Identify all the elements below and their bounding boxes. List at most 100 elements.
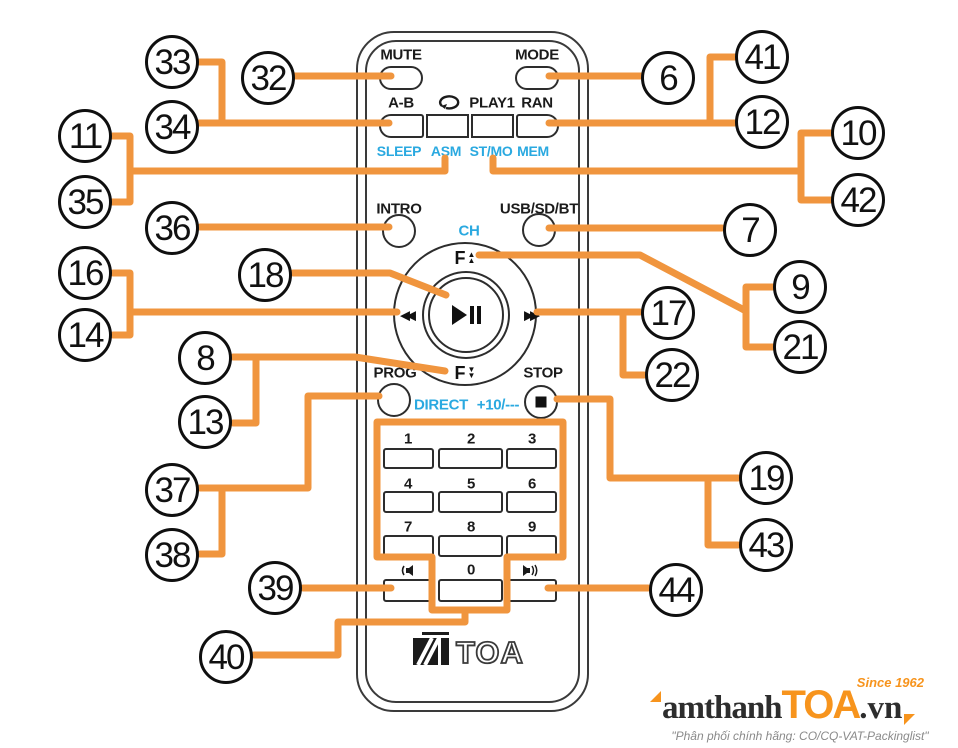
since-label: Since 1962: [856, 675, 924, 690]
usb-button[interactable]: [522, 213, 556, 247]
play-pause-ring: [422, 271, 510, 359]
callout-16: 16: [58, 246, 112, 300]
stmo-label: ST/MO: [469, 143, 513, 159]
repeat-button[interactable]: [426, 114, 469, 138]
mute-button[interactable]: [379, 66, 423, 90]
prog-label: PROG: [373, 364, 417, 382]
volume-decrease-icon: [401, 565, 413, 576]
orange-flag-right-icon: [904, 714, 916, 725]
callout-36: 36: [145, 201, 199, 255]
callout-12: 12: [735, 95, 789, 149]
callout-13: 13: [178, 395, 232, 449]
ab-button[interactable]: [379, 114, 424, 138]
callout-22: 22: [645, 348, 699, 402]
digit-label-2: 2: [466, 430, 476, 448]
callout-9: 9: [773, 260, 827, 314]
repeat-icon: [439, 95, 460, 110]
callout-18: 18: [238, 248, 292, 302]
callout-10: 10: [831, 106, 885, 160]
callout-37: 37: [145, 463, 199, 517]
down-arrows-icon: ▼▼: [467, 365, 476, 380]
callout-40: 40: [199, 630, 253, 684]
up-arrows-icon: ▲▲: [467, 250, 476, 265]
ran-button[interactable]: [516, 114, 559, 138]
plus10-label: +10/---: [476, 396, 520, 414]
callout-33: 33: [145, 35, 199, 89]
key-2[interactable]: [438, 448, 503, 469]
callout-42: 42: [831, 173, 885, 227]
svg-text:TOA: TOA: [456, 635, 524, 670]
key-0[interactable]: [438, 579, 503, 602]
callout-39: 39: [248, 561, 302, 615]
digit-label-6: 6: [527, 475, 537, 493]
wordmark-prefix: amthanh: [662, 690, 783, 726]
mode-label: MODE: [515, 46, 559, 64]
callout-44: 44: [649, 563, 703, 617]
callout-7: 7: [723, 203, 777, 257]
callout-14: 14: [58, 308, 112, 362]
digit-label-7: 7: [403, 518, 413, 536]
direct-label: DIRECT: [413, 396, 469, 414]
play1-button[interactable]: [471, 114, 514, 138]
stop-button[interactable]: [524, 385, 558, 419]
play1-label: PLAY1: [469, 94, 515, 112]
callout-17: 17: [641, 286, 695, 340]
callout-34: 34: [145, 100, 199, 154]
wordmark-suffix: .vn: [859, 690, 903, 726]
callout-11: 11: [58, 109, 112, 163]
key-3[interactable]: [506, 448, 557, 469]
key-4[interactable]: [383, 491, 434, 513]
ch-label: CH: [458, 222, 480, 240]
orange-flag-left-icon: [650, 691, 661, 702]
key-6[interactable]: [506, 491, 557, 513]
volume-increase-icon: [523, 564, 538, 577]
callout-43: 43: [739, 518, 793, 572]
callout-41: 41: [735, 30, 789, 84]
prog-button[interactable]: [377, 383, 411, 417]
digit-label-0: 0: [466, 561, 476, 579]
usb-label: USB/SD/BT: [499, 200, 579, 218]
key-7[interactable]: [383, 535, 434, 557]
amthanhtoa-watermark: Since 1962 amthanh TOA .vn "Phân phối ch…: [650, 676, 950, 743]
wordmark-toa: TOA: [781, 683, 862, 727]
toa-logo: TOA: [413, 632, 524, 671]
remote-control: MUTE MODE A-B PLAY1 RAN SLEEP ASM ST/MO …: [356, 31, 589, 712]
digit-label-5: 5: [466, 475, 476, 493]
volume-up-button[interactable]: [506, 579, 557, 602]
mem-label: MEM: [517, 143, 549, 159]
f-up-button[interactable]: F ▲▲: [454, 248, 476, 268]
key-5[interactable]: [438, 491, 503, 513]
intro-button[interactable]: [382, 214, 416, 248]
digit-label-1: 1: [403, 430, 413, 448]
sleep-label: SLEEP: [376, 143, 422, 159]
callout-8: 8: [178, 331, 232, 385]
callout-32: 32: [241, 51, 295, 105]
play-pause-icon: [451, 305, 481, 325]
watermark-tagline: "Phân phối chính hãng: CO/CQ-VAT-Packing…: [671, 729, 929, 743]
callout-19: 19: [739, 451, 793, 505]
digit-label-3: 3: [527, 430, 537, 448]
f-down-button[interactable]: F ▼▼: [454, 363, 476, 383]
key-9[interactable]: [506, 535, 557, 557]
callout-6: 6: [641, 51, 695, 105]
mode-button[interactable]: [515, 66, 559, 90]
callout-21: 21: [773, 320, 827, 374]
key-1[interactable]: [383, 448, 434, 469]
digit-label-4: 4: [403, 475, 413, 493]
ab-label: A-B: [388, 94, 414, 112]
rewind-button[interactable]: ◀◀: [400, 308, 416, 324]
asm-label: ASM: [430, 143, 462, 159]
stop-icon: [535, 396, 547, 408]
callout-35: 35: [58, 175, 112, 229]
stop-label: STOP: [523, 364, 563, 382]
mute-label: MUTE: [380, 46, 422, 64]
watermark-wordmark: amthanh TOA .vn: [650, 683, 950, 727]
fast-forward-button[interactable]: ▶▶: [524, 308, 540, 324]
play-pause-button[interactable]: [428, 277, 504, 353]
volume-down-button[interactable]: [383, 579, 434, 602]
digit-label-9: 9: [527, 518, 537, 536]
key-8[interactable]: [438, 535, 503, 557]
callout-38: 38: [145, 528, 199, 582]
ran-label: RAN: [521, 94, 553, 112]
